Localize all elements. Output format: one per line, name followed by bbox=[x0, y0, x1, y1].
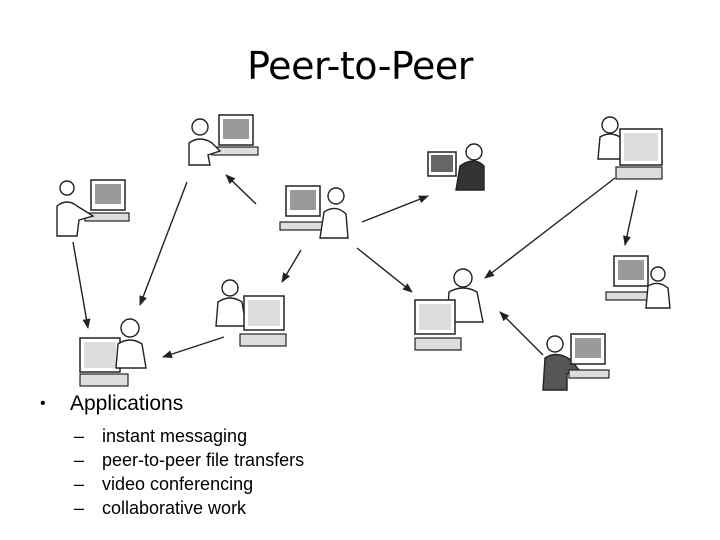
bullet-applications: • Applications bbox=[40, 392, 304, 416]
arrow bbox=[484, 177, 616, 279]
bullet-list: • Applications –instant messaging –peer-… bbox=[40, 392, 304, 520]
arrow bbox=[139, 181, 188, 306]
arrow bbox=[361, 195, 429, 223]
dash-icon: – bbox=[74, 474, 85, 494]
person-at-computer-icon bbox=[215, 279, 287, 347]
sub-bullet: –collaborative work bbox=[74, 498, 247, 518]
dash-icon: – bbox=[74, 450, 85, 470]
person-at-computer-icon bbox=[279, 185, 349, 239]
connection-arrows bbox=[72, 174, 638, 358]
sub-bullet-list: –instant messaging –peer-to-peer file tr… bbox=[74, 424, 304, 520]
arrow bbox=[356, 247, 413, 293]
arrow bbox=[623, 189, 638, 246]
person-at-computer-icon bbox=[542, 333, 610, 391]
dash-icon: – bbox=[74, 498, 85, 518]
person-at-computer-icon bbox=[56, 179, 130, 237]
person-at-computer-icon bbox=[605, 255, 671, 309]
sub-bullet: –video conferencing bbox=[74, 474, 254, 494]
arrow bbox=[162, 336, 225, 358]
arrow bbox=[281, 249, 302, 283]
arrow bbox=[72, 241, 91, 329]
person-at-computer-icon bbox=[427, 143, 485, 191]
slide-title: Peer-to-Peer bbox=[247, 44, 473, 88]
sub-bullet: –instant messaging bbox=[74, 426, 248, 446]
bullet-dot-icon: • bbox=[40, 395, 46, 412]
person-at-computer-icon bbox=[414, 268, 484, 351]
person-at-computer-icon bbox=[188, 114, 259, 166]
arrow bbox=[499, 311, 544, 356]
arrow bbox=[225, 174, 257, 205]
person-at-computer-icon bbox=[79, 318, 147, 387]
dash-icon: – bbox=[74, 426, 85, 446]
sub-bullet: –peer-to-peer file transfers bbox=[74, 450, 305, 470]
person-at-computer-icon bbox=[597, 116, 663, 180]
bullet-label: Applications bbox=[70, 392, 184, 415]
